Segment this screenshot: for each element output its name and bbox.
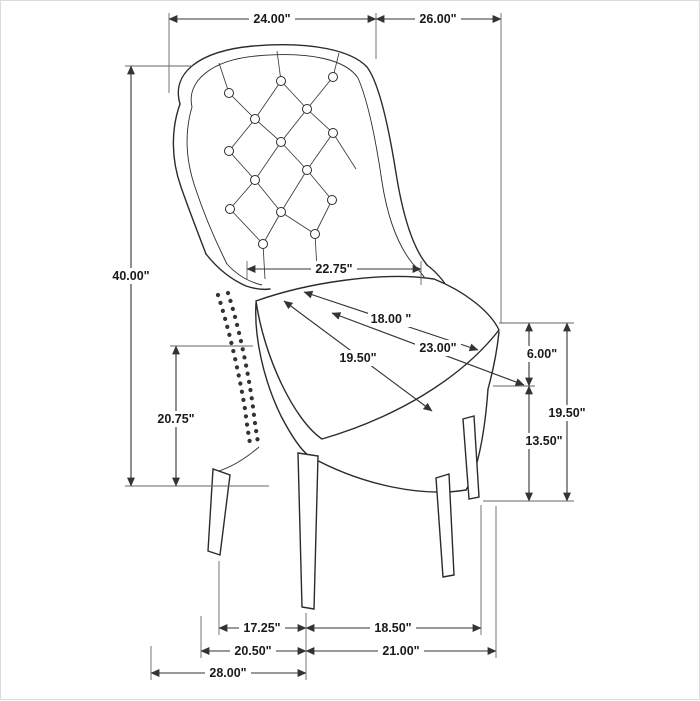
dim-overall-height: 40.00" (108, 65, 154, 487)
dim-label-back-width: 22.75" (315, 262, 352, 276)
dim-label-seat-height: 19.50" (548, 406, 585, 420)
dim-label-seat-front-width: 23.00" (419, 341, 456, 355)
dim-label-cushion-thickness: 6.00" (527, 347, 557, 361)
chair-seat (218, 275, 500, 493)
dim-base-front-span: 20.50" (200, 643, 307, 659)
tufting-lattice (218, 50, 357, 280)
dim-seat-height: 19.50" (544, 322, 590, 502)
dim-top-back-width: 24.00" (168, 11, 377, 27)
dim-label-overall-base-width: 28.00" (209, 666, 246, 680)
dim-label-arm-height: 20.75" (157, 412, 194, 426)
dim-base-side-span: 21.00" (305, 643, 497, 659)
tufting-buttons (224, 72, 338, 249)
nailhead-trim (215, 290, 262, 451)
dim-overall-base-width: 28.00" (150, 665, 307, 681)
dim-label-seat-back-width: 18.00 " (371, 312, 412, 326)
dimension-annotations: 24.00" 26.00" 40.00" 20.75" 22.75" 18.00… (108, 11, 590, 681)
dim-label-seat-diagonal-depth: 19.50" (339, 351, 376, 365)
chair-legs (207, 415, 480, 610)
dim-label-top-back-width: 24.00" (253, 12, 290, 26)
dim-label-leg-height: 13.50" (525, 434, 562, 448)
dim-side-leg-span: 18.50" (305, 620, 482, 636)
dim-arm-height: 20.75" (153, 345, 199, 487)
dim-top-seat-depth: 26.00" (375, 11, 502, 27)
chair-back (172, 44, 428, 266)
dim-label-side-leg-span: 18.50" (374, 621, 411, 635)
chair-illustration (172, 44, 500, 610)
dim-label-base-side-span: 21.00" (382, 644, 419, 658)
dim-label-base-front-span: 20.50" (234, 644, 271, 658)
dim-back-width: 22.75" (246, 261, 422, 277)
dim-front-leg-span: 17.25" (218, 620, 307, 636)
dim-label-front-leg-span: 17.25" (243, 621, 280, 635)
dim-cushion-thickness: 6.00" (522, 322, 562, 387)
dim-seat-diagonal-depth: 19.50" (283, 300, 433, 412)
dim-leg-height: 13.50" (522, 385, 566, 502)
dim-label-top-seat-depth: 26.00" (419, 12, 456, 26)
dim-label-overall-height: 40.00" (112, 269, 149, 283)
